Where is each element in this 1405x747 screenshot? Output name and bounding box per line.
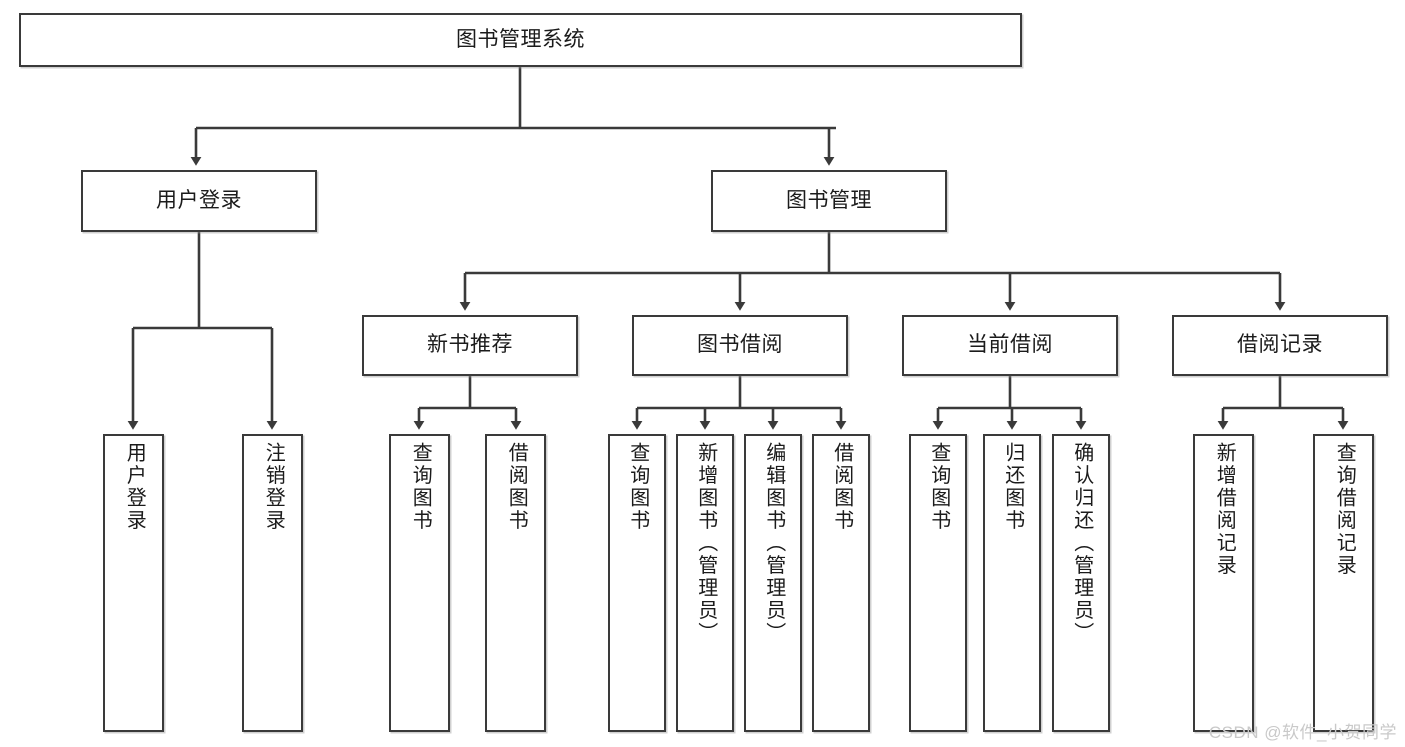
node-leaf-confirm-return-label: 确认归还（管理员） (1070, 442, 1093, 645)
node-leaf-add-book-label: 新增图书（管理员） (694, 442, 717, 645)
node-leaf-edit-book-label: 编辑图书（管理员） (762, 442, 785, 645)
node-leaf-add-record[interactable]: 新增借阅记录 (1193, 434, 1254, 732)
node-book-manage-label: 图书管理 (786, 188, 872, 212)
node-book-borrow[interactable]: 图书借阅 (632, 315, 848, 376)
node-leaf-user-login-label: 用户登录 (123, 442, 146, 532)
node-borrow-record[interactable]: 借阅记录 (1172, 315, 1388, 376)
node-leaf-return-book-label: 归还图书 (1001, 442, 1024, 532)
node-user-login-label: 用户登录 (156, 188, 242, 212)
node-book-manage[interactable]: 图书管理 (711, 170, 947, 232)
node-root-label: 图书管理系统 (456, 27, 585, 51)
node-leaf-borrow-book-1[interactable]: 借阅图书 (485, 434, 546, 732)
node-leaf-logout-label: 注销登录 (262, 442, 285, 532)
node-leaf-borrow-book-2[interactable]: 借阅图书 (812, 434, 870, 732)
node-current-borrow[interactable]: 当前借阅 (902, 315, 1118, 376)
node-leaf-borrow-book-2-label: 借阅图书 (830, 442, 853, 532)
node-leaf-return-book[interactable]: 归还图书 (983, 434, 1041, 732)
node-current-borrow-label: 当前借阅 (967, 333, 1053, 357)
node-leaf-query-book-1[interactable]: 查询图书 (389, 434, 450, 732)
node-book-borrow-label: 图书借阅 (697, 333, 783, 357)
node-leaf-query-book-2[interactable]: 查询图书 (608, 434, 666, 732)
node-user-login[interactable]: 用户登录 (81, 170, 317, 232)
node-root[interactable]: 图书管理系统 (19, 13, 1022, 67)
node-leaf-query-book-3[interactable]: 查询图书 (909, 434, 967, 732)
node-leaf-edit-book[interactable]: 编辑图书（管理员） (744, 434, 802, 732)
node-new-book-rec[interactable]: 新书推荐 (362, 315, 578, 376)
node-leaf-query-record-label: 查询借阅记录 (1333, 442, 1356, 577)
node-leaf-add-book[interactable]: 新增图书（管理员） (676, 434, 734, 732)
node-leaf-query-record[interactable]: 查询借阅记录 (1313, 434, 1374, 732)
node-leaf-user-login[interactable]: 用户登录 (103, 434, 164, 732)
watermark-text: CSDN @软件_小贺同学 (1208, 723, 1397, 742)
node-new-book-rec-label: 新书推荐 (427, 333, 513, 357)
node-leaf-query-book-2-label: 查询图书 (626, 442, 649, 532)
node-leaf-borrow-book-1-label: 借阅图书 (505, 442, 528, 532)
node-leaf-logout[interactable]: 注销登录 (242, 434, 303, 732)
node-leaf-query-book-3-label: 查询图书 (927, 442, 950, 532)
node-leaf-confirm-return[interactable]: 确认归还（管理员） (1052, 434, 1110, 732)
node-leaf-add-record-label: 新增借阅记录 (1213, 442, 1236, 577)
node-leaf-query-book-1-label: 查询图书 (409, 442, 432, 532)
node-borrow-record-label: 借阅记录 (1237, 333, 1323, 357)
